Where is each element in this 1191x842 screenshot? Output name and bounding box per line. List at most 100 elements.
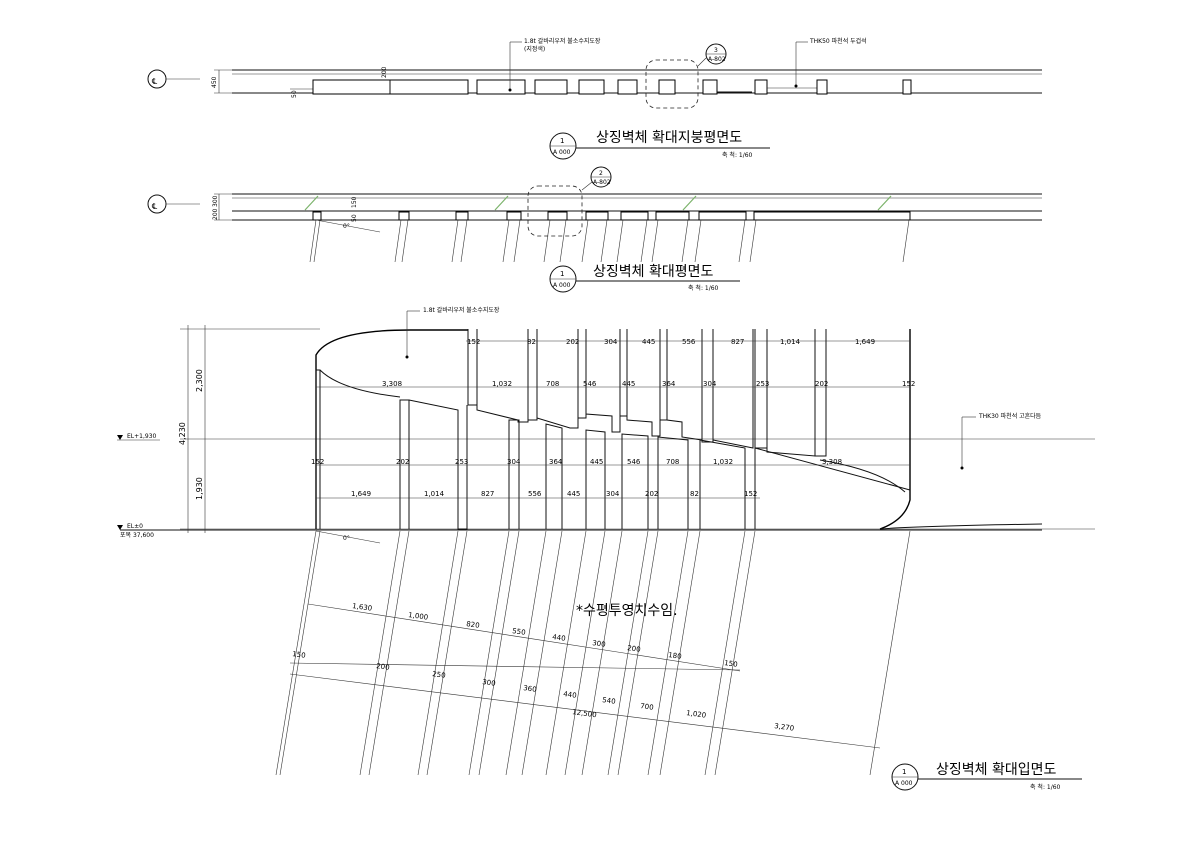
dim-r3: 3,308 xyxy=(822,458,842,466)
el-zero: EL±0 xyxy=(127,523,143,530)
dim-p1: 150 xyxy=(724,659,738,669)
dim-p2: 200 xyxy=(376,662,390,672)
fp-dim-300: 300 xyxy=(212,195,219,207)
dim-r4: 152 xyxy=(744,490,757,498)
elev-note-right: THK30 파천석 고흔다듬 xyxy=(978,412,1042,420)
dim-r2: 3,308 xyxy=(382,380,402,388)
dim-450: 450 xyxy=(211,76,218,88)
roof-plan-scale: 축 척: 1/60 xyxy=(722,151,753,159)
dim-r3: 152 xyxy=(311,458,324,466)
dim-r2: 1,032 xyxy=(492,380,512,388)
dim-r4: 1,649 xyxy=(351,490,371,498)
roof-detail-ref: A 000 xyxy=(553,149,571,156)
fp-dim-200: 200 xyxy=(212,208,219,220)
fp-dim-150: 150 xyxy=(351,196,358,208)
proj-row-1: 1,630 1,000 820 550 440 300 200 180 150 xyxy=(352,602,738,669)
dim-p1: 300 xyxy=(592,639,606,649)
elevation-scale: 축 척: 1/60 xyxy=(1030,783,1061,791)
dim-r2: 445 xyxy=(622,380,635,388)
dim-r4: 1,014 xyxy=(424,490,445,498)
dim-p1: 440 xyxy=(552,633,566,643)
el-zero-sub: 포목 37,600 xyxy=(120,532,154,539)
center-mark-2: ℄ xyxy=(152,202,158,211)
dim-r3: 253 xyxy=(455,458,468,466)
dim-upper: 2,300 xyxy=(195,369,204,392)
dim-200: 200 xyxy=(381,66,388,78)
dim-p2: 360 xyxy=(523,684,537,694)
dim-p2: 300 xyxy=(482,678,496,688)
roof-callout-no: 3 xyxy=(714,47,718,54)
dim-top: 82 xyxy=(527,338,536,346)
elevation-title: 상징벽체 확대입면도 xyxy=(936,762,1056,778)
dim-p2: 540 xyxy=(602,696,616,706)
dim-r3: 1,032 xyxy=(713,458,733,466)
dim-p2: 250 xyxy=(432,670,446,680)
dim-r3: 546 xyxy=(627,458,641,466)
dim-r3: 364 xyxy=(549,458,563,466)
projection-note: *수평투영치수임. xyxy=(576,603,678,619)
fp-detail-ref: A 000 xyxy=(553,282,571,289)
roof-detail-no: 1 xyxy=(560,137,564,145)
elev-detail-ref: A 000 xyxy=(895,780,913,787)
dim-p1: 1,630 xyxy=(352,602,373,613)
dim-r2: 364 xyxy=(662,380,676,388)
dim-r4: 304 xyxy=(606,490,620,498)
dim-p2: 150 xyxy=(292,650,306,660)
roof-plan-title: 상징벽체 확대지붕평면도 xyxy=(596,130,742,146)
dim-r4: 202 xyxy=(645,490,658,498)
dim-r2: 152 xyxy=(902,380,915,388)
dim-top: 152 xyxy=(467,338,480,346)
dim-r2: 708 xyxy=(546,380,559,388)
dim-r3: 445 xyxy=(590,458,603,466)
el-top: EL+1,930 xyxy=(127,433,157,440)
dim-row-2: 3,308 1,032 708 546 445 364 304 253 202 … xyxy=(382,380,915,388)
dim-row-3: 152 202 253 304 364 445 546 708 1,032 3,… xyxy=(311,458,842,466)
dim-row-top: 152 82 202 304 445 556 827 1,014 1,649 xyxy=(467,338,875,346)
floor-plan: ℄ 200 300 50 150 xyxy=(147,166,1042,293)
dim-top: 1,649 xyxy=(855,338,875,346)
roof-callout-ref: A-802 xyxy=(708,56,726,63)
elev-detail-no: 1 xyxy=(902,768,906,776)
dim-r3: 202 xyxy=(396,458,409,466)
dim-r2: 202 xyxy=(815,380,828,388)
fp-callout-no: 2 xyxy=(599,170,603,177)
dim-p1: 180 xyxy=(668,651,682,661)
dim-r4: 827 xyxy=(481,490,494,498)
proj-row-2: 150 200 250 300 360 440 540 700 1,020 3,… xyxy=(292,650,795,733)
dim-r3: 304 xyxy=(507,458,521,466)
dim-r3: 708 xyxy=(666,458,679,466)
dim-lower: 1,930 xyxy=(195,477,204,500)
floor-plan-title: 상징벽체 확대평면도 xyxy=(593,264,713,280)
dim-r2: 546 xyxy=(583,380,597,388)
dim-top: 827 xyxy=(731,338,744,346)
fp-callout-ref: A-802 xyxy=(593,179,611,186)
fp-angle: 0° xyxy=(343,223,350,230)
dim-p1: 550 xyxy=(512,627,526,637)
fp-detail-no: 1 xyxy=(560,270,564,278)
dim-r4: 82 xyxy=(690,490,699,498)
dim-top: 445 xyxy=(642,338,655,346)
center-mark: ℄ xyxy=(152,77,158,86)
dim-proj-total: 12,500 xyxy=(572,708,597,719)
elev-note-top: 1.8t 갈바리우저 불소수지도장 xyxy=(423,306,500,314)
dim-p2: 700 xyxy=(640,702,654,712)
fp-dim-50: 50 xyxy=(351,214,358,222)
dim-p1: 200 xyxy=(627,644,641,654)
dim-50: 50 xyxy=(291,90,298,98)
dim-p2: 1,020 xyxy=(686,709,707,720)
dim-top: 1,014 xyxy=(780,338,801,346)
dim-r2: 253 xyxy=(756,380,769,388)
dim-r2: 304 xyxy=(703,380,717,388)
dim-p1: 1,000 xyxy=(408,611,429,622)
floor-plan-scale: 축 척: 1/60 xyxy=(688,284,719,292)
dim-r4: 556 xyxy=(528,490,542,498)
dim-top: 556 xyxy=(682,338,696,346)
dim-p2: 3,270 xyxy=(774,722,795,733)
dim-top: 202 xyxy=(566,338,579,346)
elev-angle: 0° xyxy=(343,535,350,542)
roof-note-left: 1.8t 갈바리우저 불소수지도장 xyxy=(524,37,601,45)
dim-row-4: 1,649 1,014 827 556 445 304 202 82 152 xyxy=(351,490,757,498)
dim-total: 4,230 xyxy=(178,422,187,445)
roof-note-right: THK50 파천석 두겁석 xyxy=(809,37,867,45)
